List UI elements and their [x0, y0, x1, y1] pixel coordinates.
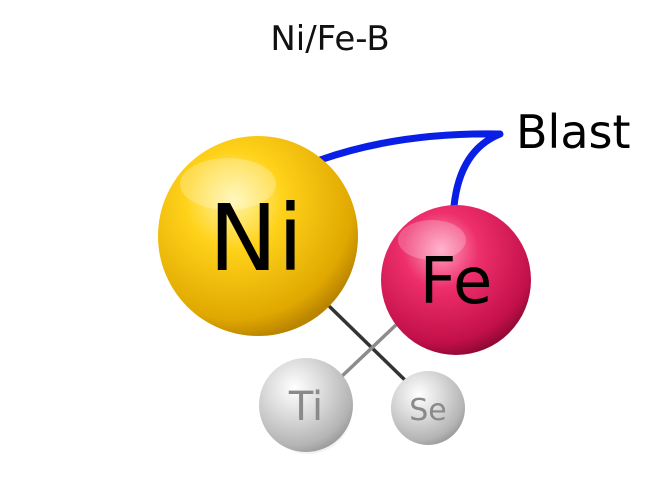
bond-ni-se [328, 305, 410, 385]
atom-se: Se [391, 371, 465, 445]
atom-se-label: Se [409, 393, 447, 428]
atom-ni: Ni [158, 136, 358, 336]
atom-ti: Ti [259, 358, 353, 454]
atom-ni-sphere [158, 136, 358, 336]
blast-connector [316, 130, 504, 210]
bond-fe-ti [338, 321, 400, 380]
atom-fe: Fe [381, 205, 531, 355]
atom-fe-sphere [381, 205, 531, 355]
atom-ti-label: Ti [288, 384, 323, 430]
blast-label: Blast [516, 105, 631, 159]
atom-ni-label: Ni [209, 185, 303, 292]
atom-fe-label: Fe [420, 245, 493, 319]
atom-ti-sphere [259, 358, 353, 452]
diagram-title: Ni/Fe-B [270, 19, 389, 59]
atom-se-sphere [391, 371, 465, 445]
